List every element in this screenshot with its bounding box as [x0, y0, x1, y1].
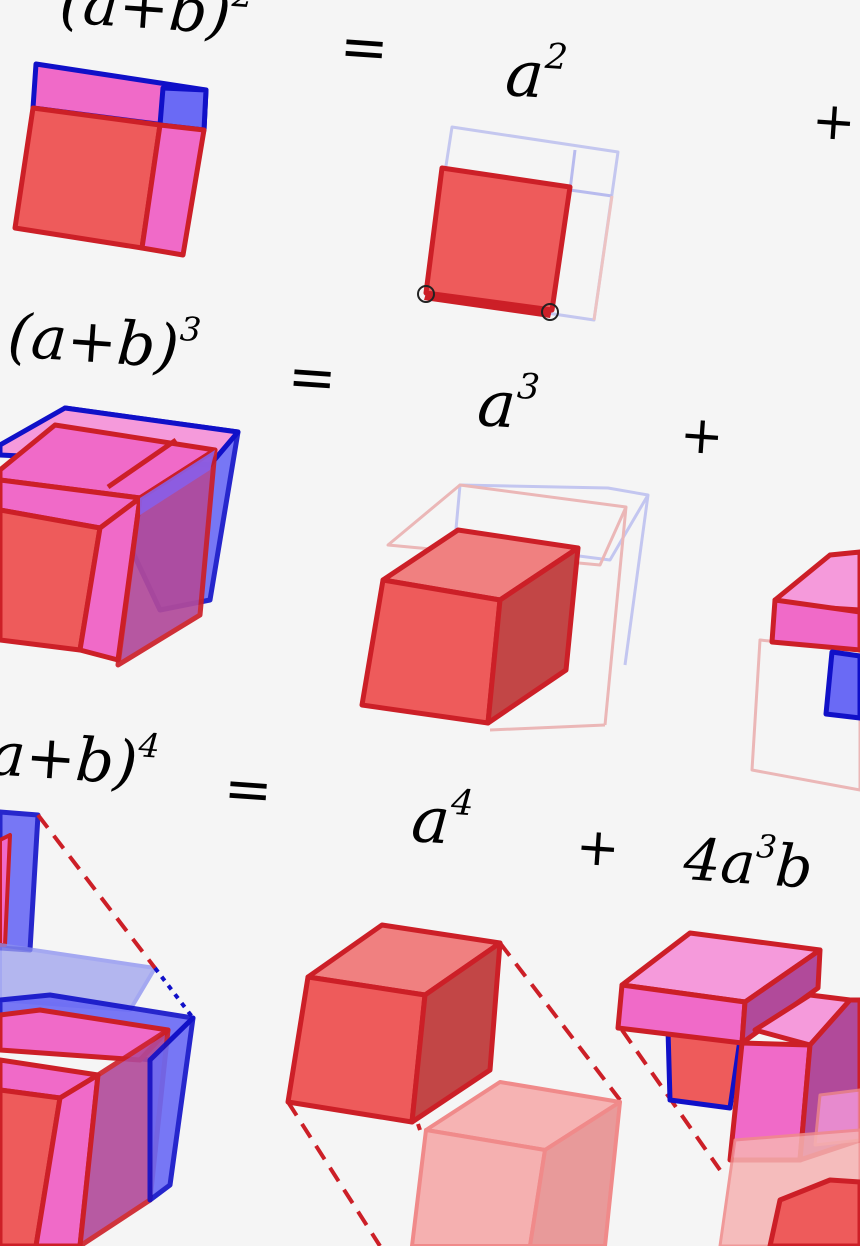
equals-row2: = [337, 11, 391, 83]
lhs-row4: a+b)4 [0, 719, 162, 799]
term-a2: a2 [503, 36, 569, 114]
lhs-row2: (a+b)2 [57, 0, 255, 49]
term-4a3b-tail: b [773, 831, 815, 902]
term-a4-exponent: 4 [449, 781, 476, 825]
lhs-row2-exponent: 2 [231, 0, 255, 15]
term-a4: a4 [409, 782, 475, 860]
term-a2-base: a [503, 37, 547, 114]
plus-row3: + [677, 404, 726, 468]
cube-a-cubed [359, 483, 650, 732]
cube-a-plus-b [0, 405, 241, 668]
tesseract-a-fourth [285, 922, 622, 1246]
term-a2-exponent: 2 [543, 35, 570, 79]
tesseract-4a3b [615, 930, 860, 1246]
term-a3: a3 [475, 366, 541, 444]
plus-row4: + [573, 816, 622, 880]
lhs-row3-exponent: 3 [178, 308, 203, 350]
equals-row4: = [221, 753, 275, 825]
square-a-squared [417, 125, 620, 322]
term-a3-exponent: 3 [515, 365, 542, 409]
term-4a3b-coef: 4a [681, 825, 758, 898]
cube-3a2b-partial [750, 549, 860, 792]
term-a3-base: a [475, 367, 519, 444]
plus-row2: + [809, 90, 858, 154]
lhs-row4-base: a+b) [0, 719, 140, 800]
lhs-row4-exponent: 4 [137, 725, 162, 766]
term-a4-base: a [409, 783, 453, 860]
lhs-row3-base: (a+b) [5, 301, 182, 383]
term-4a3b-exponent: 3 [755, 826, 779, 867]
lhs-row3: (a+b)3 [5, 301, 203, 383]
term-4a3b: 4a3b [682, 825, 815, 902]
tesseract-a-plus-b [0, 809, 196, 1246]
square-a-plus-b [12, 61, 209, 258]
equals-row3: = [285, 341, 339, 413]
